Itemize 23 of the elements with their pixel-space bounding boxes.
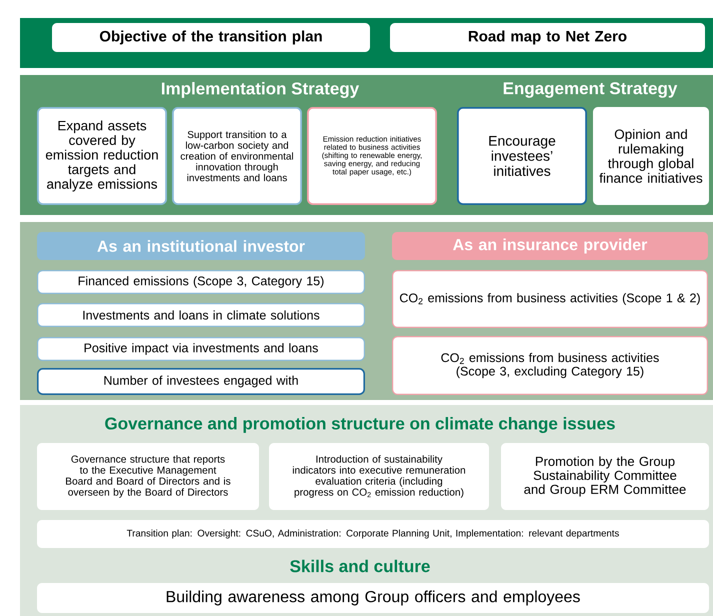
- section-heading: Engagement Strategy: [504, 82, 678, 98]
- heading-bar: As an insurance provider: [392, 232, 708, 260]
- text-box: Financed emissions (Scope 3, Category 15): [37, 270, 365, 294]
- text-box: CO$_{2}$ emissions from business activities (Scope 1 & 2): [392, 270, 708, 328]
- section-heading: Skills and culture: [290, 560, 430, 572]
- text-box: Governance structure that reports to the Executive Management Board and Board of Directors and is overseen by the Board of Directors: [37, 443, 259, 510]
- text-box: Investments and loans in climate solutions: [37, 303, 365, 327]
- heading-bar: As an institutional investor: [37, 232, 365, 260]
- section-heading: Implementation Strategy: [162, 82, 360, 98]
- text-box: Introduction of sustainability indicators into executive remuneration evaluation criteria (including progress on CO$_{2}$ emission reduction): [269, 443, 489, 510]
- text-box: Transition plan: Oversight: CSuO, Administration: Corporate Planning Unit, Implementation: relevant departments: [37, 520, 709, 548]
- text-box: Support transition to a low-carbon society and creation of environmental innovation through investments and loans: [172, 107, 302, 205]
- text-box: CO$_{2}$ emissions from business activities (Scope 3, excluding Category 15): [392, 336, 708, 395]
- text-box: Positive impact via investments and loans: [37, 337, 365, 361]
- text-box: Building awareness among Group officers and employees: [37, 583, 709, 613]
- text-box: Road map to Net Zero: [390, 23, 705, 52]
- text-box: Number of investees engaged with: [37, 368, 365, 395]
- text-box: Encourage investees’ initiatives: [457, 107, 587, 205]
- text-box: Promotion by the Group Sustainability Committee and Group ERM Committee: [501, 443, 709, 510]
- section-heading: Governance and promotion structure on climate change issues: [105, 417, 615, 433]
- text-box: Expand assets covered by emission reduction targets and analyze emissions: [37, 107, 167, 205]
- text-box: Opinion and rulemaking through global finance initiatives: [593, 107, 709, 205]
- text-box: Objective of the transition plan: [52, 23, 370, 52]
